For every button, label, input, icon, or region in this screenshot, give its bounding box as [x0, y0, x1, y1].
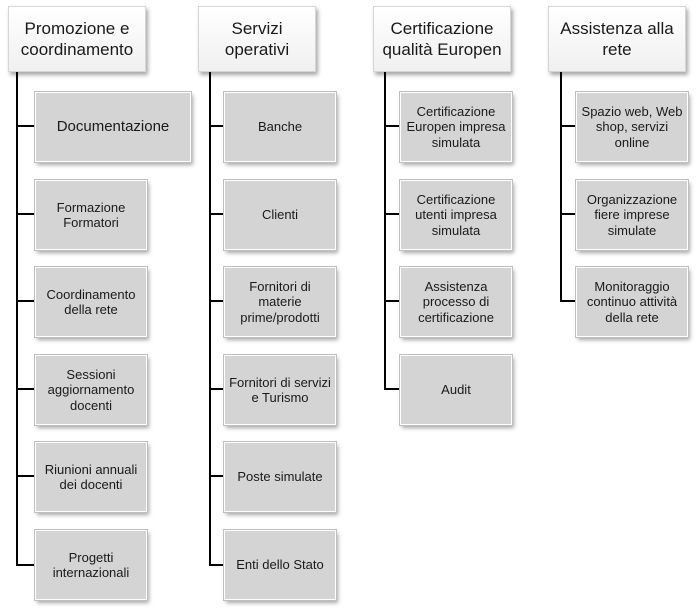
- connector-line: [384, 388, 400, 390]
- column-header: Servizi operativi: [198, 6, 316, 72]
- connector-line: [384, 72, 386, 390]
- connector-line: [384, 125, 400, 127]
- connector-line: [560, 300, 576, 302]
- column-header-label: Certificazione qualità Europen: [382, 19, 502, 59]
- diagram-node: Spazio web, Web shop, servizi online: [575, 91, 689, 163]
- diagram-node: Progetti internazionali: [34, 529, 148, 601]
- diagram-node: Fornitori di materie prime/prodotti: [223, 266, 337, 338]
- node-label: Sessioni aggiornamento docenti: [47, 366, 135, 413]
- node-label: Organizzazione fiere imprese simulate: [586, 191, 678, 238]
- connector-line: [560, 72, 562, 302]
- connector-line: [16, 564, 35, 566]
- connector-line: [16, 475, 35, 477]
- diagram-node: Documentazione: [34, 91, 192, 163]
- connector-line: [16, 125, 35, 127]
- node-label: Clienti: [261, 207, 299, 223]
- node-label: Certificazione Europen impresa simulata: [406, 103, 506, 150]
- column-header: Certificazione qualità Europen: [373, 6, 511, 72]
- connector-line: [16, 213, 35, 215]
- diagram-node: Banche: [223, 91, 337, 163]
- connector-line: [209, 388, 224, 390]
- node-label: Progetti internazionali: [52, 549, 130, 581]
- connector-line: [560, 213, 576, 215]
- diagram-node: Poste simulate: [223, 441, 337, 513]
- diagram-node: Monitoraggio continuo attività della ret…: [575, 266, 689, 338]
- node-label: Poste simulate: [237, 469, 323, 485]
- column-header: Promozione e coordinamento: [8, 6, 146, 72]
- connector-line: [209, 125, 224, 127]
- diagram-node: Assistenza processo di certificazione: [399, 266, 513, 338]
- connector-line: [209, 300, 224, 302]
- diagram-node: Certificazione Europen impresa simulata: [399, 91, 513, 163]
- connector-line: [560, 125, 576, 127]
- diagram-node: Organizzazione fiere imprese simulate: [575, 179, 689, 251]
- node-label: Spazio web, Web shop, servizi online: [581, 103, 683, 150]
- diagram-node: Audit: [399, 354, 513, 426]
- column-header-label: Servizi operativi: [224, 19, 290, 59]
- connector-line: [384, 300, 400, 302]
- connector-line: [16, 300, 35, 302]
- node-label: Riunioni annuali dei docenti: [44, 461, 138, 493]
- diagram-node: Enti dello Stato: [223, 529, 337, 601]
- connector-line: [209, 564, 224, 566]
- diagram-node: Riunioni annuali dei docenti: [34, 441, 148, 513]
- column-header-label: Assistenza alla rete: [560, 19, 674, 59]
- diagram-node: Coordinamento della rete: [34, 266, 148, 338]
- diagram-node: Certificazione utenti impresa simulata: [399, 179, 513, 251]
- diagram-node: Sessioni aggiornamento docenti: [34, 354, 148, 426]
- column-header: Assistenza alla rete: [548, 6, 686, 72]
- diagram-node: Formazione Formatori: [34, 179, 148, 251]
- node-label: Enti dello Stato: [236, 557, 324, 573]
- node-label: Assistenza processo di certificazione: [418, 278, 494, 325]
- node-label: Coordinamento della rete: [46, 286, 136, 318]
- node-label: Audit: [441, 382, 471, 398]
- node-label: Formazione Formatori: [56, 199, 126, 231]
- column-header-label: Promozione e coordinamento: [20, 19, 134, 59]
- node-label: Certificazione utenti impresa simulata: [415, 191, 497, 238]
- connector-line: [16, 388, 35, 390]
- diagram-node: Fornitori di servizi e Turismo: [223, 354, 337, 426]
- diagram-node: Clienti: [223, 179, 337, 251]
- connector-line: [209, 213, 224, 215]
- node-label: Fornitori di materie prime/prodotti: [240, 278, 320, 325]
- connector-line: [384, 213, 400, 215]
- node-label: Monitoraggio continuo attività della ret…: [586, 278, 678, 325]
- node-label: Fornitori di servizi e Turismo: [229, 374, 331, 406]
- node-label: Banche: [257, 119, 303, 135]
- node-label: Documentazione: [56, 118, 170, 136]
- connector-line: [209, 475, 224, 477]
- connector-line: [209, 72, 211, 565]
- connector-line: [16, 72, 18, 565]
